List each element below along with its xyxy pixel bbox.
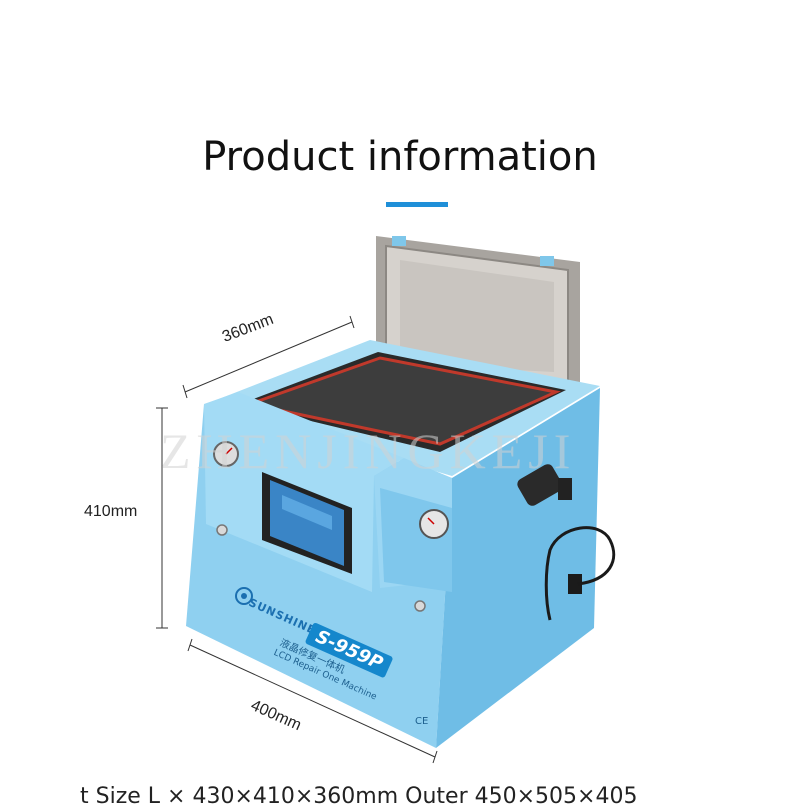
title-accent-bar xyxy=(386,202,448,207)
depth-dimension-line xyxy=(184,321,353,393)
power-button-icon xyxy=(216,524,228,536)
lcd-touch-screen xyxy=(262,472,352,574)
ce-mark: CE xyxy=(415,716,429,727)
spec-line: t Size L × 430×410×360mm Outer 450×505×4… xyxy=(80,784,638,809)
start-button-icon xyxy=(414,600,426,612)
width-dimension-line xyxy=(189,644,436,758)
height-label: 410mm xyxy=(84,503,138,520)
sunshine-logo-icon xyxy=(235,587,253,605)
machine-top xyxy=(206,340,600,476)
pressure-gauge-right-icon xyxy=(419,509,449,539)
power-cord xyxy=(544,526,616,621)
page-title: Product information xyxy=(202,134,598,180)
dimension-lines xyxy=(156,315,438,764)
pressure-gauge-left-icon xyxy=(213,441,239,467)
